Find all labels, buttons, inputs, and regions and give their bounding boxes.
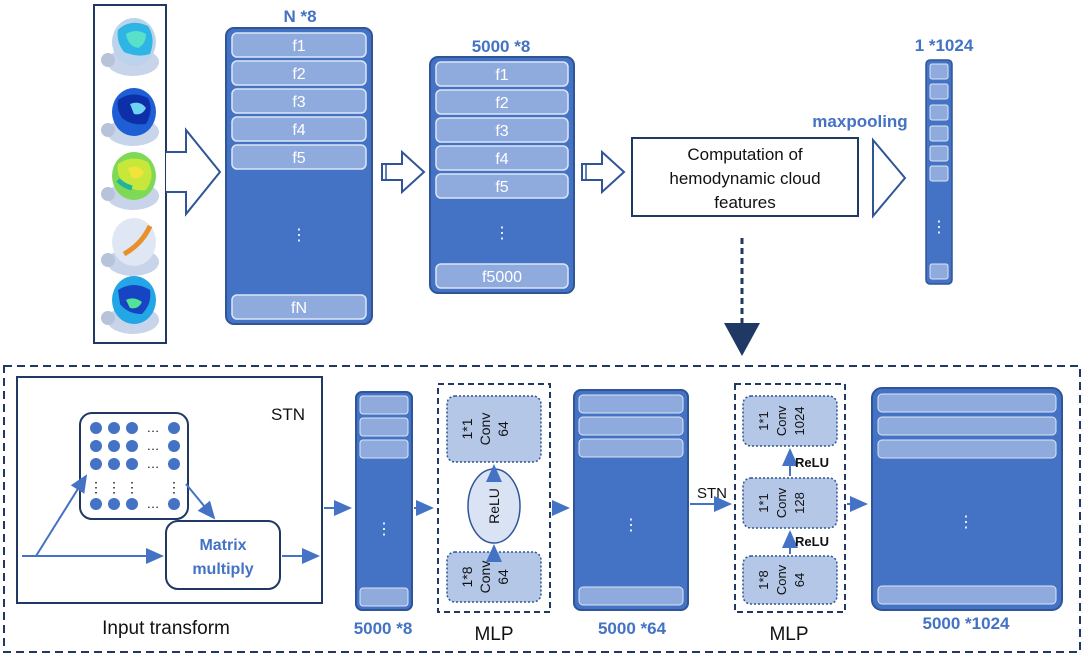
svg-text:Conv: Conv (477, 561, 493, 594)
computation-box: Computation of hemodynamic cloud feature… (631, 137, 859, 217)
stack1-feature-last: fN (291, 300, 307, 317)
column1-label: 5000 *8 (354, 619, 413, 638)
stack1-ellipsis: ⋮ (291, 227, 307, 244)
output-ellipsis: ⋮ (931, 219, 947, 236)
feature-column-1: ⋮ (355, 391, 413, 611)
stack2-ellipsis: ⋮ (494, 225, 510, 242)
svg-text:1*1: 1*1 (756, 411, 771, 431)
stack2-feature-last: f5000 (482, 269, 522, 286)
hollow-arrow-1 (166, 127, 222, 217)
stack1-feature-2: f2 (292, 66, 305, 83)
mlp1-label: MLP (474, 624, 513, 645)
column2-label: 5000 *64 (598, 619, 667, 638)
column3-ellipsis: ⋮ (958, 514, 974, 531)
stack1-feature-4: f4 (292, 122, 305, 139)
stack2-feature-5: f5 (495, 179, 508, 196)
stack2-title: 5000 *8 (472, 37, 531, 56)
stn-arrow-label: STN (697, 485, 727, 502)
svg-text:Conv: Conv (774, 405, 789, 436)
matrix-dots-row-2: … (147, 438, 160, 453)
mlp2-mid-conv: 1*1 Conv 128 (756, 487, 807, 518)
mlp-block-1: 1*1 Conv 64 ReLU 1*8 Conv 64 (437, 383, 551, 613)
head-images-panel (93, 4, 167, 344)
head-image-3 (101, 152, 159, 210)
svg-text:64: 64 (495, 569, 511, 585)
svg-text:Conv: Conv (774, 564, 789, 595)
column1-ellipsis: ⋮ (376, 521, 392, 538)
mlp2-top-conv: 1*1 Conv 1024 (756, 405, 807, 436)
svg-text:1*1: 1*1 (756, 493, 771, 513)
svg-text:1*1: 1*1 (459, 418, 475, 439)
input-transform-label: Input transform (102, 618, 230, 639)
output-vector: ⋮ (925, 59, 953, 285)
mlp1-bottom-conv: 1*8 Conv 64 (459, 561, 511, 594)
matrix-vdots-4: ⋮ (167, 479, 181, 495)
matrix-dots-row-1: … (147, 420, 160, 435)
head-image-1 (101, 18, 159, 76)
column2-ellipsis: ⋮ (623, 517, 639, 534)
computation-line-2: hemodynamic cloud (669, 169, 820, 188)
hollow-arrow-3 (581, 149, 626, 195)
svg-text:64: 64 (792, 573, 807, 587)
stack1-feature-1: f1 (292, 38, 305, 55)
svg-text:1*8: 1*8 (459, 566, 475, 587)
feature-column-2: ⋮ (573, 389, 689, 611)
stack1-feature-3: f3 (292, 94, 305, 111)
stack2-feature-4: f4 (495, 151, 508, 168)
matrix-dots-row-4: … (147, 496, 160, 511)
mlp1-top-conv: 1*1 Conv 64 (459, 413, 511, 446)
matrix-multiply-box: Matrix multiply (165, 520, 281, 590)
matrix-vdots-1: ⋮ (89, 479, 103, 495)
matrix-multiply-line-1: Matrix (199, 537, 246, 554)
mlp1-relu: ReLU (486, 488, 502, 524)
stack2-feature-3: f3 (495, 123, 508, 140)
stn-title: STN (271, 405, 305, 424)
head-image-5 (101, 276, 159, 334)
output-title: 1 *1024 (915, 36, 974, 55)
svg-text:128: 128 (792, 492, 807, 514)
svg-text:Conv: Conv (477, 413, 493, 446)
mlp2-bottom-conv: 1*8 Conv 64 (756, 564, 807, 595)
stack1-feature-5: f5 (292, 150, 305, 167)
matrix-vdots-2: ⋮ (107, 479, 121, 495)
svg-text:64: 64 (495, 421, 511, 437)
maxpooling-triangle (872, 137, 907, 219)
computation-line-1: Computation of (687, 145, 803, 164)
detail-dashed-frame (3, 365, 1081, 653)
stn-to-matrix-arrow (35, 474, 88, 557)
computation-line-3: features (714, 193, 775, 212)
matrix-to-multiply-arrow (185, 483, 216, 520)
feature-stack-2: f1 f2 f3 f4 f5 ⋮ f5000 (429, 56, 575, 294)
stn-box: STN … … … … ⋮ ⋮ ⋮ ⋮ Matrix multiply (16, 376, 323, 604)
hollow-arrow-2 (381, 149, 426, 195)
feature-stack-1: f1 f2 f3 f4 f5 ⋮ fN (225, 27, 373, 325)
mlp2-label: MLP (769, 624, 808, 645)
head-image-2 (101, 88, 159, 146)
matrix-vdots-3: ⋮ (125, 479, 139, 495)
svg-text:ReLU: ReLU (486, 488, 502, 524)
matrix-icon: … … … … ⋮ ⋮ ⋮ ⋮ (79, 412, 189, 520)
matrix-dots-row-3: … (147, 456, 160, 471)
svg-text:1024: 1024 (792, 407, 807, 436)
stack2-feature-2: f2 (495, 95, 508, 112)
mlp2-relu-bottom: ReLU (795, 534, 829, 549)
svg-text:Conv: Conv (774, 487, 789, 518)
stack2-feature-1: f1 (495, 67, 508, 84)
feature-column-3: ⋮ (871, 387, 1063, 611)
matrix-multiply-line-2: multiply (192, 561, 253, 578)
stack1-title: N *8 (283, 7, 316, 26)
mlp-block-2: 1*1 Conv 1024 ReLU 1*1 Conv 128 ReLU 1*8… (734, 383, 846, 613)
column3-label: 5000 *1024 (923, 614, 1011, 633)
head-image-4 (101, 218, 159, 276)
maxpooling-label: maxpooling (812, 112, 907, 131)
svg-text:1*8: 1*8 (756, 570, 771, 590)
mlp2-relu-top: ReLU (795, 455, 829, 470)
